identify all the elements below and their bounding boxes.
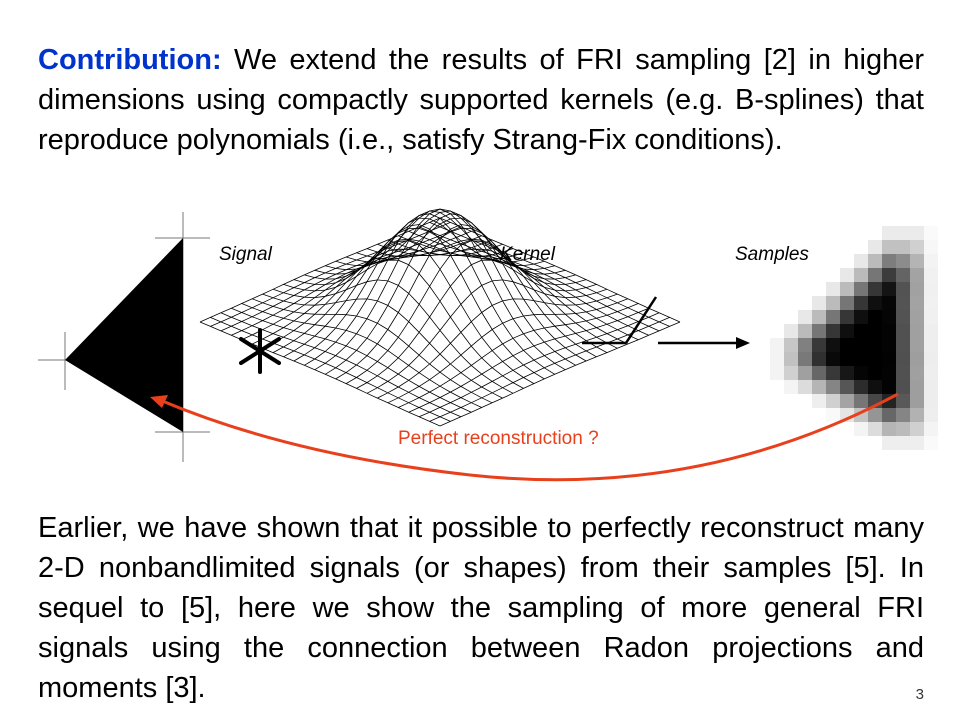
contribution-text: We extend the results of FRI sampling [2… [38,44,924,156]
convolution-symbol [239,328,281,374]
reconstruction-label: Perfect reconstruction ? [398,428,599,449]
contribution-heading: Contribution: [38,44,222,76]
slide-number: 3 [915,686,924,703]
sampling-switch-icon [582,296,658,345]
kernel-label: Kernel [500,244,555,265]
reconstruction-arrow [150,392,899,482]
arrow-right-icon [658,337,750,349]
signal-label: Signal [219,244,272,265]
samples-label: Samples [735,244,809,265]
samples-image [770,226,938,450]
kernel-surface [199,208,681,427]
signal-triangle [38,212,210,462]
contribution-paragraph: Contribution: We extend the results of F… [38,40,924,160]
earlier-paragraph: Earlier, we have shown that it possible … [38,512,924,704]
